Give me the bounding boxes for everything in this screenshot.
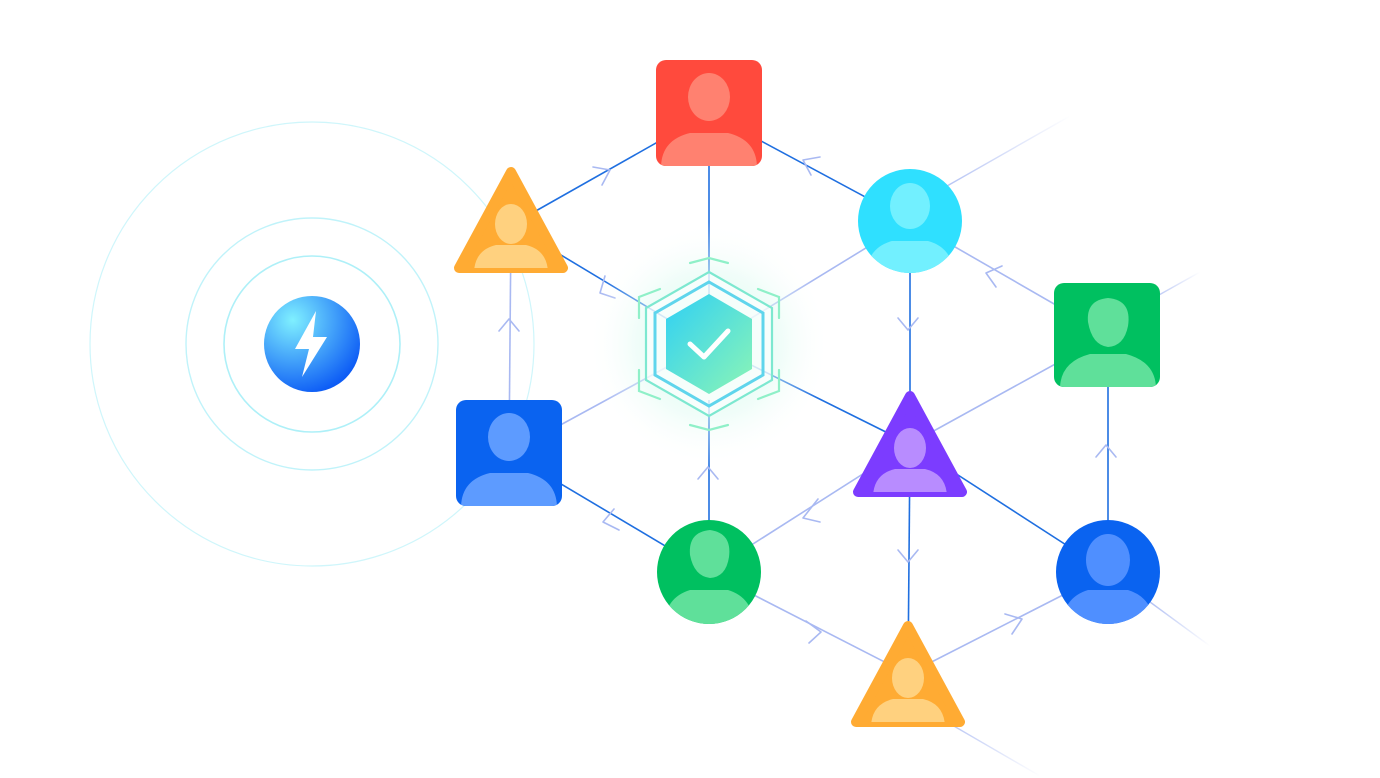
arrow-icon — [602, 508, 620, 531]
node-lower-circle — [657, 520, 761, 624]
arrow-icon — [1095, 444, 1117, 458]
person-icon — [474, 204, 548, 268]
person-icon — [461, 413, 557, 506]
node-right-square — [1054, 283, 1160, 387]
checkmark-hexagon-icon — [687, 328, 731, 360]
person-icon — [1062, 534, 1154, 624]
source-rings — [89, 121, 535, 567]
node-upper-right-circle — [858, 169, 962, 273]
shield-hexagon — [666, 294, 752, 394]
person-icon — [664, 530, 754, 624]
arrow-icon — [897, 317, 919, 331]
lightning-bolt-icon — [295, 311, 327, 377]
hex-brackets — [637, 256, 781, 432]
arrow-icon — [802, 156, 821, 176]
arrow-icon — [1004, 613, 1023, 635]
node-upper-left-triangle — [454, 167, 568, 273]
arrow-icon — [802, 498, 821, 523]
center-hub — [587, 222, 831, 466]
node-left-square — [456, 400, 562, 506]
edge-arrows — [498, 156, 1117, 644]
person-icon — [1060, 298, 1156, 387]
arrow-icon — [592, 166, 611, 186]
arrow-icon — [498, 318, 520, 332]
node-lower-right-circle — [1056, 520, 1160, 624]
arrow-icon — [805, 620, 822, 644]
node-bottom-triangle — [851, 621, 965, 727]
background-lines — [939, 115, 1211, 777]
lightning-source — [264, 296, 360, 392]
person-icon — [661, 73, 757, 166]
node-middle-triangle — [853, 391, 967, 497]
person-icon — [871, 658, 945, 722]
node-top-square — [656, 60, 762, 166]
arrow-icon — [897, 549, 919, 563]
arrow-icon — [697, 466, 719, 480]
person-icon — [873, 428, 947, 492]
arrow-icon — [985, 265, 1003, 288]
